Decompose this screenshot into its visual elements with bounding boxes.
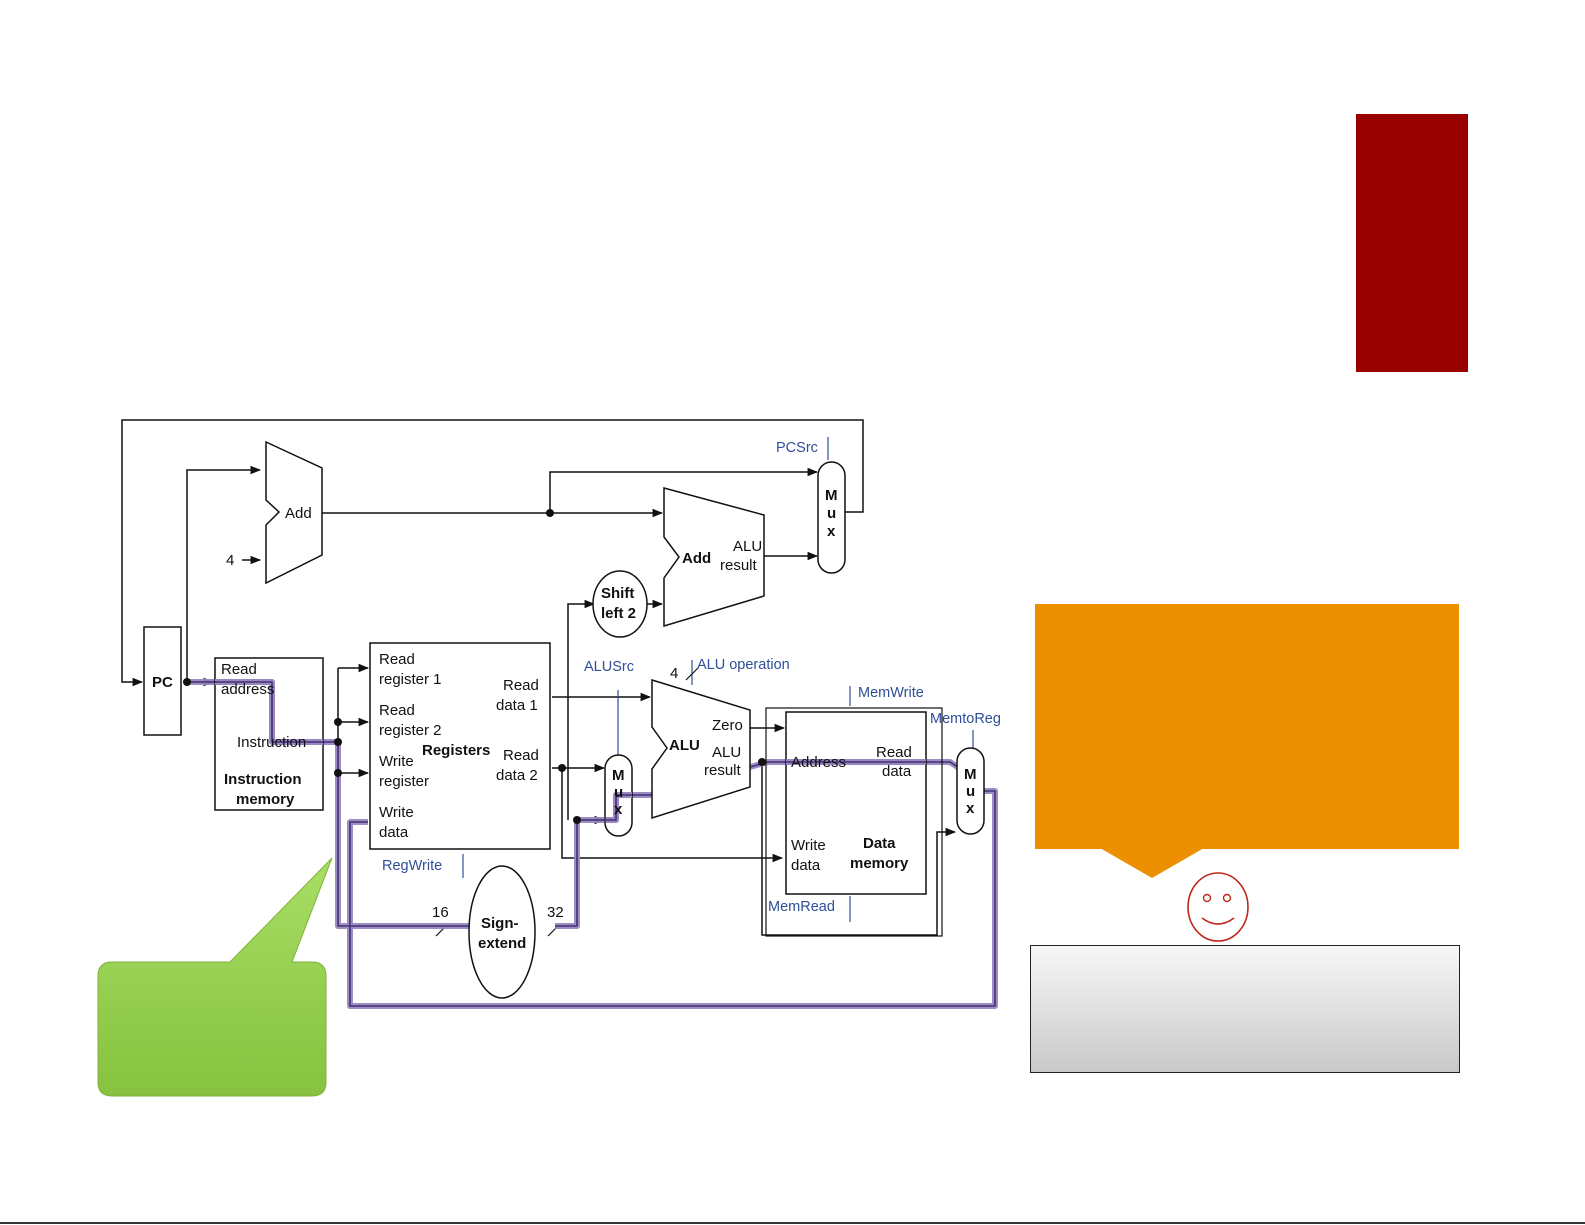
read-address-label: Read: [221, 661, 257, 678]
registers-title: Registers: [422, 742, 490, 759]
sign-extend-label: extend: [478, 935, 526, 952]
datapath-diagram: PC Add 4 Read address Instruction Instru…: [97, 419, 1001, 1097]
alu-op-width-label: 4: [670, 665, 678, 682]
regwrite-signal: RegWrite: [382, 858, 442, 874]
read-address-label: address: [221, 681, 274, 698]
pc-label: PC: [152, 674, 173, 691]
orange-callout-tail: [1100, 848, 1204, 878]
memread-signal: MemRead: [768, 899, 835, 915]
data-memory: [785, 711, 927, 895]
dm-write-data-label: Write: [791, 837, 826, 854]
four-constant-label: 4: [226, 552, 234, 569]
read-register-2-label: Read: [379, 702, 415, 719]
shift-left-label: left 2: [601, 605, 636, 622]
shift-left-label: Shift: [601, 585, 634, 602]
writeback-mux-label: M: [964, 766, 977, 783]
instruction-output-label: Instruction: [237, 734, 306, 751]
writeback-mux: [956, 747, 985, 835]
bit-width-16-label: 16: [432, 904, 449, 921]
alu-result-label: ALU: [712, 744, 741, 761]
writeback-mux-label: u: [966, 783, 975, 800]
dm-write-data-label: data: [791, 857, 821, 874]
accent-bar: [1356, 114, 1468, 372]
memwrite-signal: MemWrite: [858, 685, 924, 701]
sign-extend-unit: [468, 865, 536, 999]
pcsrc-signal: PCSrc: [776, 440, 818, 456]
read-register-1-label: Read: [379, 651, 415, 668]
alu-mux-label: M: [612, 767, 625, 784]
read-data-2-label: data 2: [496, 767, 538, 784]
pc-mux-label: M: [825, 487, 838, 504]
pc-mux-label: u: [827, 505, 836, 522]
address-label: Address: [791, 754, 846, 771]
alu-result-label: result: [704, 762, 742, 779]
read-register-1-label: register 1: [379, 671, 442, 688]
bottom-divider: [0, 1222, 1585, 1224]
bit-width-32-label: 32: [547, 904, 564, 921]
read-data-2-label: Read: [503, 747, 539, 764]
sign-extend-label: Sign-: [481, 915, 519, 932]
shift-left-unit: [592, 570, 648, 638]
read-data-1-label: Read: [503, 677, 539, 694]
pc-source-mux: [817, 461, 846, 574]
branch-adder: [663, 487, 765, 628]
dm-read-data-label: data: [882, 763, 912, 780]
register-file: [369, 642, 551, 850]
smiley-face-icon: [1187, 872, 1249, 942]
instruction-memory-title: Instruction: [224, 771, 302, 788]
branch-add-label: Add: [682, 550, 711, 567]
data-memory-title: Data: [863, 835, 896, 852]
pc-register: [143, 626, 182, 736]
memtoreg-signal: MemtoReg: [930, 711, 1001, 727]
orange-callout: [1035, 604, 1459, 849]
pc-adder: [265, 440, 323, 585]
read-data-1-label: data 1: [496, 697, 538, 714]
read-register-2-label: register 2: [379, 722, 442, 739]
alu-unit: [651, 678, 751, 820]
alu-label: ALU: [669, 737, 700, 754]
write-data-label: Write: [379, 804, 414, 821]
data-memory-outline: [765, 707, 943, 937]
alu-operation-signal: ALU operation: [697, 657, 790, 673]
green-callout: [97, 857, 333, 1097]
branch-alu-result-label: result: [720, 557, 758, 574]
writeback-mux-label: x: [966, 800, 975, 817]
write-data-label: data: [379, 824, 409, 841]
write-register-label: register: [379, 773, 429, 790]
add-label: Add: [285, 505, 312, 522]
zero-label: Zero: [712, 717, 743, 734]
pc-mux-label: x: [827, 523, 836, 540]
instruction-memory-title: memory: [236, 791, 295, 808]
alu-mux-label: x: [614, 801, 623, 818]
write-register-label: Write: [379, 753, 414, 770]
branch-alu-result-label: ALU: [733, 538, 762, 555]
dm-read-data-label: Read: [876, 744, 912, 761]
gray-text-box: [1030, 945, 1460, 1073]
data-memory-title: memory: [850, 855, 909, 872]
alu-mux-label: u: [614, 784, 623, 801]
alusrc-signal: ALUSrc: [584, 659, 634, 675]
